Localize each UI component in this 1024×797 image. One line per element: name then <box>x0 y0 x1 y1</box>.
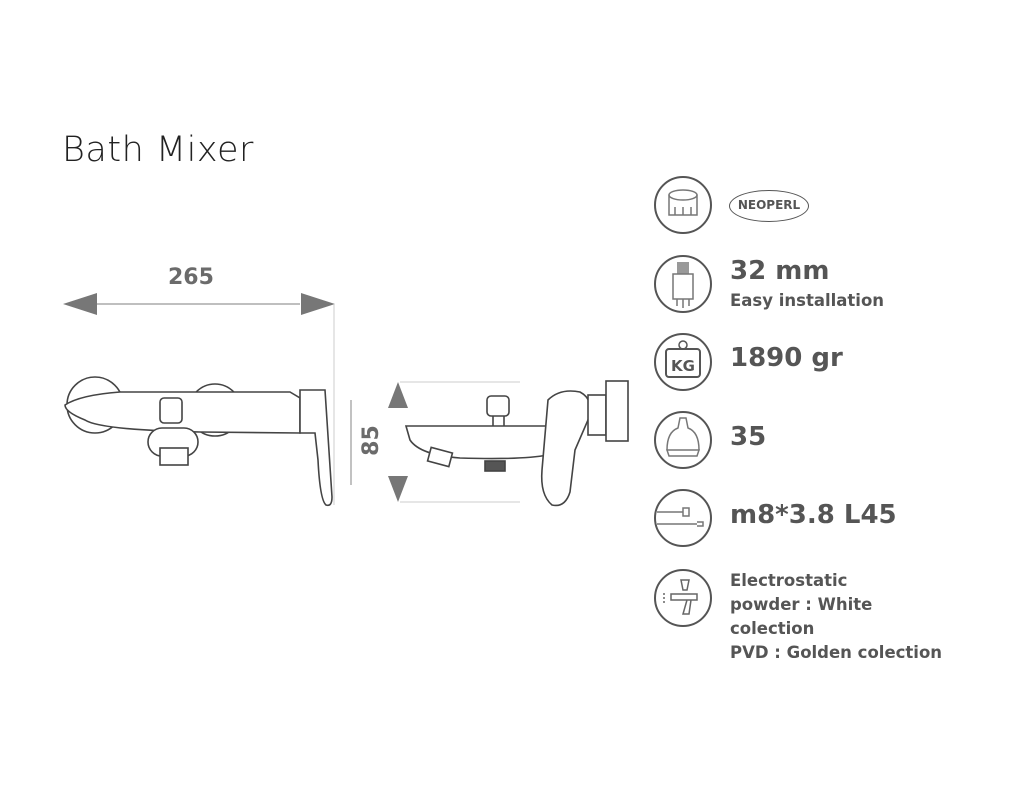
front-view-drawing <box>64 376 333 507</box>
weight-value: 1890 gr <box>730 343 843 373</box>
valve-icon <box>654 411 712 469</box>
weight-kg-icon: KG <box>654 333 712 391</box>
neoperl-logo: NEOPERL <box>729 190 809 222</box>
width-dimension-label: 265 <box>168 265 214 290</box>
finish-line-4: PVD : Golden colection <box>730 643 943 662</box>
width-dimension-arrow <box>63 293 335 505</box>
spray-gun-icon <box>654 569 712 627</box>
cartridge-icon <box>654 255 712 313</box>
height-dimension-arrow <box>350 381 520 503</box>
hose-icon <box>654 489 712 547</box>
side-view-drawing <box>404 380 629 507</box>
valve-value: 35 <box>730 422 767 452</box>
finish-line-3: colection <box>730 619 815 638</box>
weight-icon-label: KG <box>671 357 695 375</box>
hose-value: m8*3.8 L45 <box>730 500 897 530</box>
finish-line-1: Electrostatic <box>730 571 848 590</box>
aerator-icon <box>654 176 712 234</box>
cartridge-note: Easy installation <box>730 291 885 310</box>
finish-line-2: powder : White <box>730 595 873 614</box>
page-title: Bath Mixer <box>62 130 254 170</box>
cartridge-size-value: 32 mm <box>730 256 830 286</box>
